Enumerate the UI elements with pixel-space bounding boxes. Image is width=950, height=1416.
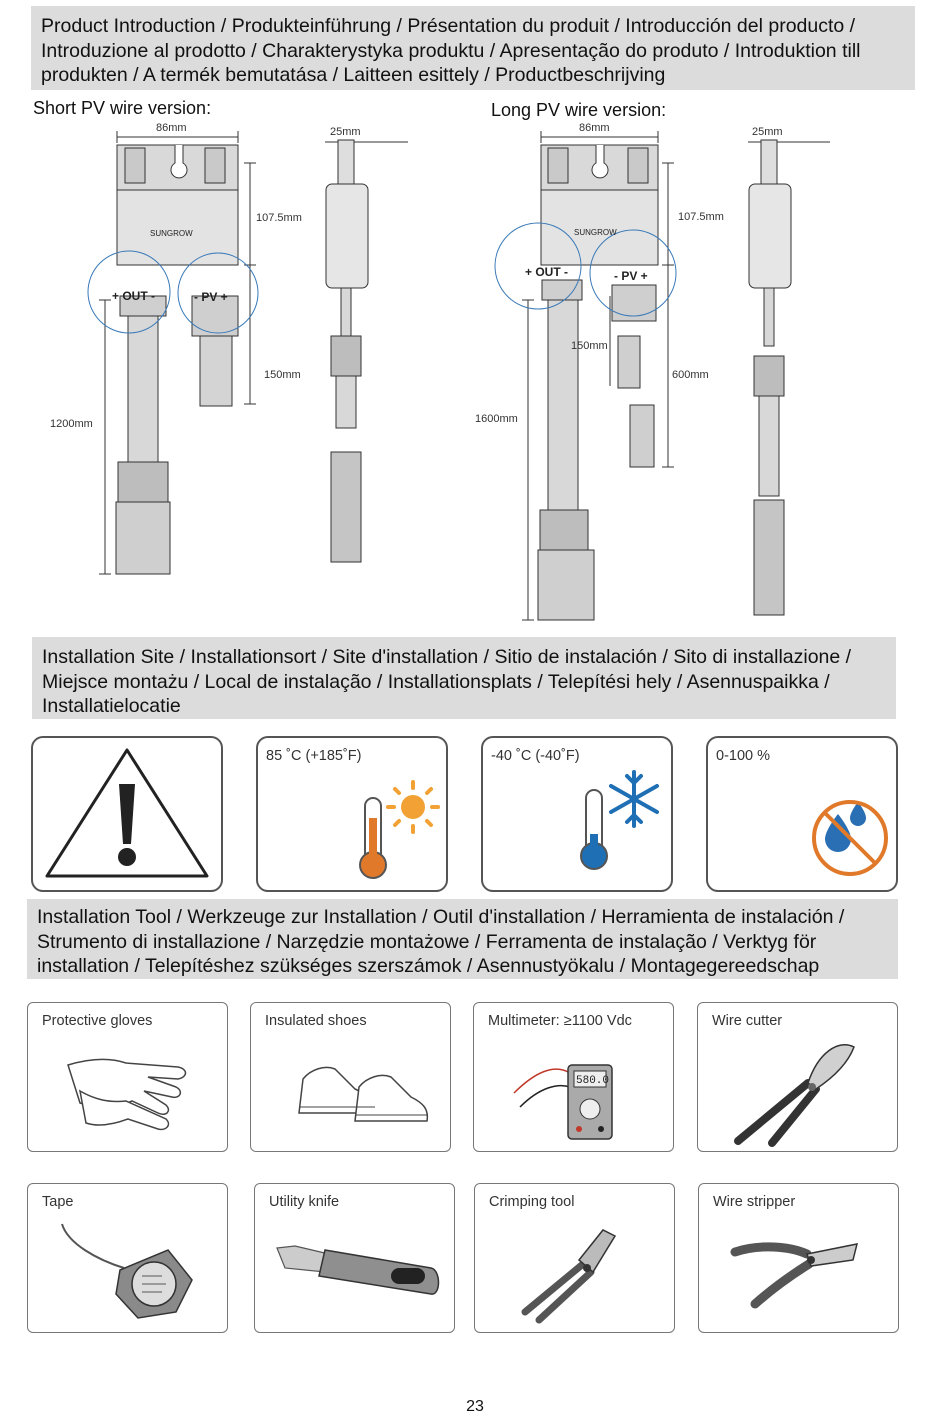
short-out-label: + OUT - [112, 289, 155, 303]
crimping-tool-caption: Crimping tool [489, 1194, 575, 1210]
tape-measure-icon [61, 1223, 193, 1319]
tool-card-wire-stripper: Wire stripper [698, 1183, 899, 1333]
gloves-icon [67, 1058, 187, 1131]
long-pv-wire-version-label: Long PV wire version: [491, 100, 667, 120]
short-pv-label: - PV + [194, 290, 228, 304]
installation-site-heading: Installation Site / Installationsort / S… [32, 637, 896, 719]
site-card-warning [31, 736, 223, 892]
low-temperature-caption: -40 ˚C (-40˚F) [491, 748, 580, 764]
wire-stripper-icon [730, 1242, 859, 1309]
cold-thermometer-icon [580, 770, 659, 870]
shoes-icon [298, 1066, 429, 1122]
site-card-high-temperature: 85 ˚C (+185˚F) [256, 736, 448, 892]
long-pv-wire-b-dim: 600mm [672, 369, 709, 381]
long-depth-dim: 25mm [752, 126, 783, 138]
multimeter-caption: Multimeter: ≥1100 Vdc [488, 1013, 632, 1029]
long-out-label: + OUT - [525, 265, 568, 279]
crimping-tool-icon [521, 1229, 617, 1324]
tool-card-wire-cutter: Wire cutter [697, 1002, 898, 1152]
long-pv-label: - PV + [614, 269, 648, 283]
short-device-brand: SUNGROW [150, 229, 193, 238]
no-water-icon [812, 800, 888, 876]
wire-cutter-icon [734, 1044, 855, 1147]
long-pv-wire-a-dim: 150mm [571, 340, 608, 352]
tool-card-utility-knife: Utility knife [254, 1183, 455, 1333]
long-width-dim: 86mm [579, 122, 610, 134]
site-card-low-temperature: -40 ˚C (-40˚F) [481, 736, 673, 892]
short-pv-wire-dim: 150mm [264, 369, 301, 381]
utility-knife-caption: Utility knife [269, 1194, 340, 1210]
tool-card-crimping-tool: Crimping tool [474, 1183, 675, 1333]
short-depth-dim: 25mm [330, 126, 361, 138]
tool-card-tape: Tape [27, 1183, 228, 1333]
hot-thermometer-icon [359, 780, 440, 879]
multimeter-display: 580.0 [576, 1075, 609, 1087]
high-temperature-caption: 85 ˚C (+185˚F) [266, 748, 362, 764]
wire-stripper-caption: Wire stripper [713, 1194, 796, 1210]
wire-cutter-caption: Wire cutter [712, 1013, 783, 1029]
humidity-caption: 0-100 % [716, 748, 771, 764]
short-height-dim: 107.5mm [256, 212, 302, 224]
tool-card-gloves: Protective gloves [27, 1002, 228, 1152]
tool-card-shoes: Insulated shoes [250, 1002, 451, 1152]
product-dimension-diagram: 86mm 25mm 107.5mm 150mm 1200mm 86mm 25mm… [50, 122, 830, 621]
tool-card-multimeter: Multimeter: ≥1100 Vdc 580.0 [473, 1002, 674, 1152]
installation-tool-heading: Installation Tool / Werkzeuge zur Instal… [27, 899, 898, 979]
shoes-caption: Insulated shoes [265, 1013, 367, 1029]
short-out-wire-dim: 1200mm [50, 418, 93, 430]
warning-icon [45, 748, 209, 878]
gloves-caption: Protective gloves [42, 1013, 153, 1029]
multimeter-icon: 580.0 [513, 1064, 613, 1140]
short-width-dim: 86mm [156, 122, 187, 134]
short-pv-wire-version-label: Short PV wire version: [33, 98, 212, 118]
site-card-humidity: 0-100 % [706, 736, 898, 892]
page-number: 23 [466, 1398, 484, 1415]
long-out-wire-dim: 1600mm [475, 413, 518, 425]
utility-knife-icon [276, 1245, 440, 1295]
long-device-brand: SUNGROW [574, 228, 617, 237]
long-height-dim: 107.5mm [678, 211, 724, 223]
tape-caption: Tape [42, 1194, 74, 1210]
product-introduction-heading: Product Introduction / Produkteinführung… [31, 6, 915, 90]
